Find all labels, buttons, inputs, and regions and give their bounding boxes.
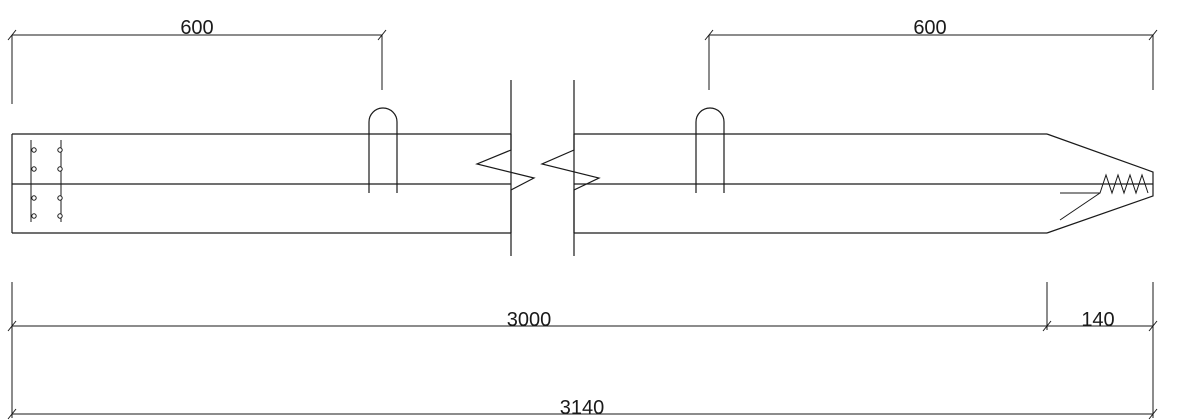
pile-left-segment — [11, 107, 511, 234]
break-zigzag-right — [540, 134, 601, 233]
dimension-tick — [1148, 29, 1158, 41]
rebar-dot — [31, 166, 37, 172]
dimension-tick — [377, 29, 387, 41]
dimension-label-tip: 140 — [1081, 309, 1114, 331]
rebar-dot — [31, 147, 37, 153]
reinforcement-dots — [31, 147, 63, 219]
dimension-top-right: 600 — [704, 17, 1158, 90]
dimension-label-body: 3000 — [507, 309, 552, 331]
tip-anchor-line — [1059, 192, 1101, 221]
lifting-loop-right — [695, 107, 725, 193]
rebar-dot — [57, 166, 63, 172]
dimension-top-left: 600 — [7, 17, 387, 104]
dimension-tick — [1148, 320, 1158, 332]
lifting-loop-left — [368, 107, 398, 193]
dimension-tick — [704, 29, 714, 41]
break-symbol — [475, 80, 601, 256]
dimension-label-top-left: 600 — [180, 17, 213, 39]
rebar-dot — [31, 195, 37, 201]
break-zigzag-left — [475, 134, 536, 233]
dimension-bottom-segments: 3000 140 — [7, 282, 1158, 418]
dimension-tick — [1042, 320, 1052, 332]
rebar-dot — [57, 147, 63, 153]
dimension-bottom-total: 3140 — [7, 397, 1158, 420]
dimension-tick — [1148, 408, 1158, 420]
rebar-dot — [31, 213, 37, 219]
pile-right-segment — [574, 107, 1154, 234]
dimension-tick — [7, 320, 17, 332]
dimension-tick — [7, 408, 17, 420]
tip-spiral-reinforcement — [1060, 173, 1149, 195]
rebar-dot — [57, 213, 63, 219]
rebar-dot — [57, 195, 63, 201]
dimension-label-top-right: 600 — [913, 17, 946, 39]
pile-tip — [1046, 133, 1154, 234]
dimension-label-total: 3140 — [560, 397, 605, 419]
dimension-tick — [7, 29, 17, 41]
